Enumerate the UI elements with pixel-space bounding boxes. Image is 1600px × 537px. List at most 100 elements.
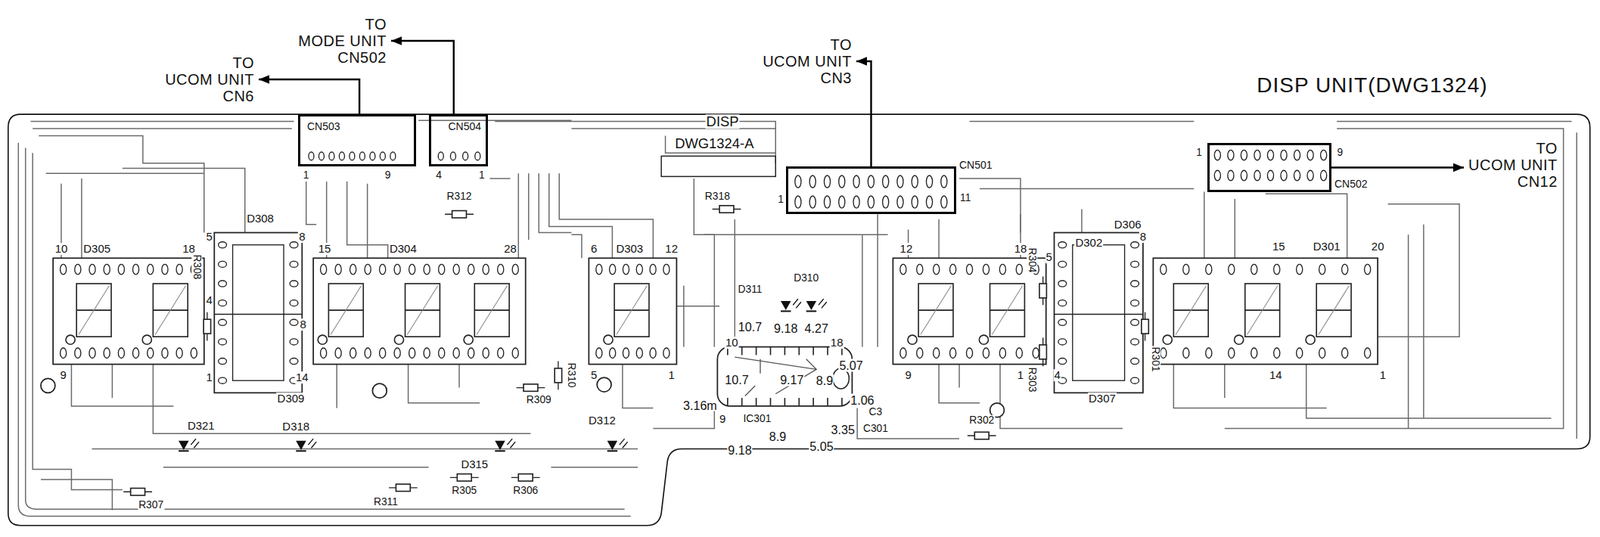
- pin-number: 5: [205, 230, 213, 243]
- part-designator: D310: [792, 273, 820, 284]
- copper-trace: [1377, 204, 1460, 337]
- voltage-value: 3.16m: [682, 398, 718, 412]
- copper-trace: [163, 466, 429, 468]
- copper-trace: [152, 364, 531, 435]
- copper-trace: [969, 121, 1195, 122]
- resistor-symbol: [712, 205, 742, 213]
- connector-pins: [1214, 170, 1327, 181]
- copper-trace: [665, 135, 777, 153]
- copper-trace: [1203, 192, 1205, 259]
- copper-trace: [38, 135, 205, 233]
- resistor-symbol: [1039, 276, 1047, 306]
- pin-number: 5: [590, 369, 598, 383]
- led-display-module: [892, 257, 1046, 364]
- voltage-value: 10.7: [723, 372, 749, 386]
- pcb-drawing: [8, 114, 1591, 526]
- part-designator: R311: [372, 496, 399, 507]
- pin-number: 9: [904, 369, 912, 383]
- connector-box: CN501: [786, 166, 957, 215]
- copper-trace: [622, 364, 653, 409]
- copper-trace: [1407, 234, 1409, 429]
- led-chip: [214, 233, 302, 394]
- voltage-value: 8.9: [815, 374, 834, 388]
- copper-trace: [408, 364, 480, 404]
- part-designator: D302: [1074, 236, 1104, 249]
- part-designator: R309: [525, 394, 553, 406]
- copper-trace: [861, 234, 863, 347]
- copper-trace: [538, 173, 572, 233]
- copper-trace: [71, 364, 174, 407]
- board-title: DISP UNIT(DWG1324): [1255, 73, 1489, 98]
- pin-number: 4: [205, 294, 213, 307]
- pin-number: 5: [1045, 251, 1054, 264]
- part-designator: D308: [245, 212, 275, 225]
- pin-number: 1: [1016, 369, 1025, 383]
- part-designator: D305: [82, 242, 112, 255]
- marking-box: [661, 155, 776, 177]
- mounting-hole: [372, 383, 387, 398]
- copper-trace: [734, 219, 736, 348]
- copper-trace: [938, 219, 939, 258]
- copper-trace: [550, 466, 638, 468]
- pin-number: 10: [724, 336, 740, 349]
- destination-text: TO UCOM UNIT CN12: [1468, 139, 1558, 190]
- part-designator: D301: [1312, 241, 1342, 254]
- destination-label: TO MODE UNIT CN502: [293, 15, 392, 66]
- resistor-symbol: [967, 431, 997, 439]
- voltage-value: 10.7: [737, 320, 763, 333]
- pin-number: 4: [434, 170, 443, 181]
- pin-number: 8: [298, 230, 306, 243]
- copper-traces: [18, 120, 1577, 516]
- part-designator: D306: [1113, 218, 1143, 231]
- part-designator: R310: [565, 362, 577, 389]
- led-symbol: [494, 438, 516, 451]
- connector-arrow: [856, 61, 872, 167]
- part-designator: D321: [186, 419, 216, 432]
- voltage-value: 5.07: [838, 358, 864, 372]
- resistor-symbol: [516, 384, 546, 392]
- resistors: [123, 205, 1149, 496]
- board-outline: [8, 114, 1591, 526]
- pin-number: 1: [1379, 369, 1387, 383]
- copper-trace: [1575, 132, 1577, 439]
- voltage-value: 8.9: [768, 430, 787, 444]
- connector-name: CN504: [447, 121, 482, 133]
- copper-trace: [571, 234, 581, 258]
- connector-pins: [795, 175, 948, 188]
- part-designator: R304: [1026, 246, 1038, 274]
- connector-pins: [795, 195, 948, 209]
- part-designator: R307: [137, 500, 165, 511]
- part-designator: C3: [868, 406, 884, 418]
- led-display-module: [1152, 257, 1378, 364]
- copper-trace: [40, 479, 112, 510]
- pin-number: 1: [776, 194, 785, 206]
- led-symbol: [780, 298, 802, 311]
- part-designator: IC301: [742, 413, 773, 425]
- led-display-module: [313, 257, 526, 364]
- resistor-symbol: [1039, 338, 1047, 367]
- part-designator: D318: [281, 420, 311, 433]
- copper-trace: [30, 121, 294, 122]
- copper-trace: [571, 127, 776, 129]
- pin-number: 20: [1370, 241, 1386, 254]
- destination-label: TO UCOM UNIT CN12: [1463, 139, 1563, 190]
- part-designator: R306: [512, 485, 539, 497]
- pin-number: 10: [54, 242, 69, 255]
- mounting-hole: [40, 378, 56, 393]
- pin-number: 9: [1335, 147, 1344, 159]
- part-designator: R312: [446, 191, 473, 202]
- connector-box: CN504: [428, 114, 488, 167]
- voltage-value: 5.05: [808, 439, 834, 453]
- copper-trace: [306, 181, 317, 225]
- pin-number: 12: [899, 242, 914, 255]
- copper-trace: [518, 173, 519, 258]
- part-designator: R302: [968, 415, 995, 426]
- copper-trace: [1336, 121, 1572, 122]
- pin-number: 6: [590, 242, 598, 255]
- led-chip: [1054, 233, 1144, 394]
- resistor-symbol: [123, 487, 153, 495]
- led-symbol: [806, 298, 827, 311]
- led-display-module: [588, 257, 677, 364]
- resistor-symbol: [450, 474, 479, 482]
